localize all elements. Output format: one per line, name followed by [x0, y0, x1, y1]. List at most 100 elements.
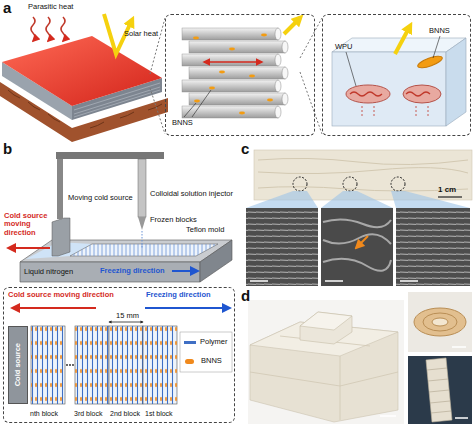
direction-arrow	[172, 270, 198, 272]
injector	[138, 159, 146, 217]
frozen-blocks	[70, 244, 218, 256]
panel-letter: c	[241, 141, 249, 158]
foam-top	[2, 36, 162, 106]
annotation: Teflon mold	[186, 226, 224, 234]
scale-bar	[438, 196, 462, 197]
heat-arrow	[204, 61, 262, 63]
node-text: 2nd block	[110, 410, 140, 418]
foam-roll	[414, 308, 466, 336]
foam-stack-top	[300, 312, 352, 330]
zoom-cone	[321, 191, 393, 208]
zoom-line	[150, 88, 165, 134]
gantry-column	[57, 159, 63, 219]
leader-line	[346, 52, 356, 86]
block	[109, 326, 143, 404]
leader-line	[192, 90, 211, 117]
photo-strip	[254, 150, 472, 200]
bnns-dots	[193, 34, 273, 115]
block	[75, 326, 109, 404]
schematic-box: Cold source moving direction15 mmFreezin…	[3, 287, 235, 423]
solar-arrow	[395, 26, 410, 54]
zoom-circle	[391, 177, 405, 191]
pointer-arrow	[356, 236, 368, 248]
legend-text: Polymer	[200, 338, 228, 346]
channel-tube	[182, 28, 281, 40]
panel-letter: a	[3, 0, 11, 17]
foam-column	[426, 358, 452, 422]
node-text: nth block	[30, 410, 58, 418]
annotation: Frozen blocks	[150, 216, 197, 224]
legend-swatch	[184, 341, 196, 344]
annotation: 1 cm	[438, 186, 456, 195]
node-text: BNNS	[429, 27, 450, 35]
scale-bar	[400, 280, 418, 282]
roll-spiral	[432, 318, 448, 326]
node-text: 1st block	[145, 410, 173, 418]
zoom-line	[150, 18, 165, 74]
direction-arrow	[145, 307, 230, 309]
block-seams	[250, 336, 398, 420]
zoom-cone	[246, 191, 318, 208]
zoom-box: WPU BNNS	[322, 14, 471, 136]
zoom-line	[300, 18, 322, 58]
scale-bar	[325, 280, 343, 282]
node-text: 3rd block	[74, 410, 102, 418]
panel-letter: d	[241, 288, 250, 305]
zoom-circle	[343, 177, 357, 191]
direction-arrow	[8, 247, 50, 249]
node-text: Cold source	[14, 343, 22, 386]
photo-texture	[258, 158, 468, 191]
mold-front	[20, 262, 200, 282]
heat-wave	[31, 17, 35, 41]
annotation: Solar heat	[124, 30, 158, 38]
heat-wave	[46, 17, 50, 41]
column-seams	[427, 368, 451, 413]
zoom-line	[300, 72, 322, 134]
wpu-front	[332, 52, 446, 126]
block	[143, 326, 177, 404]
node-text: BNNS	[172, 119, 193, 127]
zoom-circle	[293, 177, 307, 191]
annotation: Parasitic heat	[28, 3, 73, 11]
channel-tube	[182, 106, 281, 118]
zoom-box: BNNS	[165, 14, 315, 136]
scale-bar	[250, 280, 268, 282]
colloid-drip	[142, 231, 143, 248]
channel-tube	[182, 54, 281, 66]
panel-letter: b	[3, 141, 12, 158]
legend-text: BNNS	[201, 357, 222, 365]
bnns-flake	[416, 54, 443, 70]
block	[31, 326, 65, 404]
foam-stack	[300, 312, 352, 344]
node-text: 15 mm	[116, 312, 139, 320]
channel-tube	[182, 80, 281, 92]
legend-box	[180, 332, 232, 372]
sem-image	[396, 208, 470, 286]
gantry-arm	[56, 152, 164, 159]
heat-lines	[362, 106, 428, 118]
channel-tube	[189, 93, 288, 105]
ellipsis-dots	[66, 364, 74, 366]
wpu-side	[446, 38, 466, 126]
pore	[346, 85, 390, 103]
annotation: Liquid nitrogen	[24, 268, 73, 276]
annotation: Moving cold source	[68, 194, 134, 202]
heat-wave	[61, 17, 65, 41]
scale-bar	[380, 415, 396, 417]
sem-image	[321, 208, 393, 286]
sem-texture	[323, 219, 391, 270]
frozen-lamellae	[70, 244, 218, 256]
legend-swatch	[185, 359, 194, 364]
photo-background	[408, 356, 472, 424]
node-text: WPU	[335, 43, 353, 51]
zoom-cone	[391, 191, 470, 208]
leader-line	[433, 36, 440, 58]
annotation: Cold source moving direction	[4, 212, 58, 237]
channel-tube	[189, 67, 288, 79]
heat-wave	[350, 92, 430, 96]
photo-background	[408, 292, 472, 352]
injector-tip	[138, 217, 146, 230]
leader-line	[184, 103, 196, 117]
cold-source	[52, 218, 70, 256]
